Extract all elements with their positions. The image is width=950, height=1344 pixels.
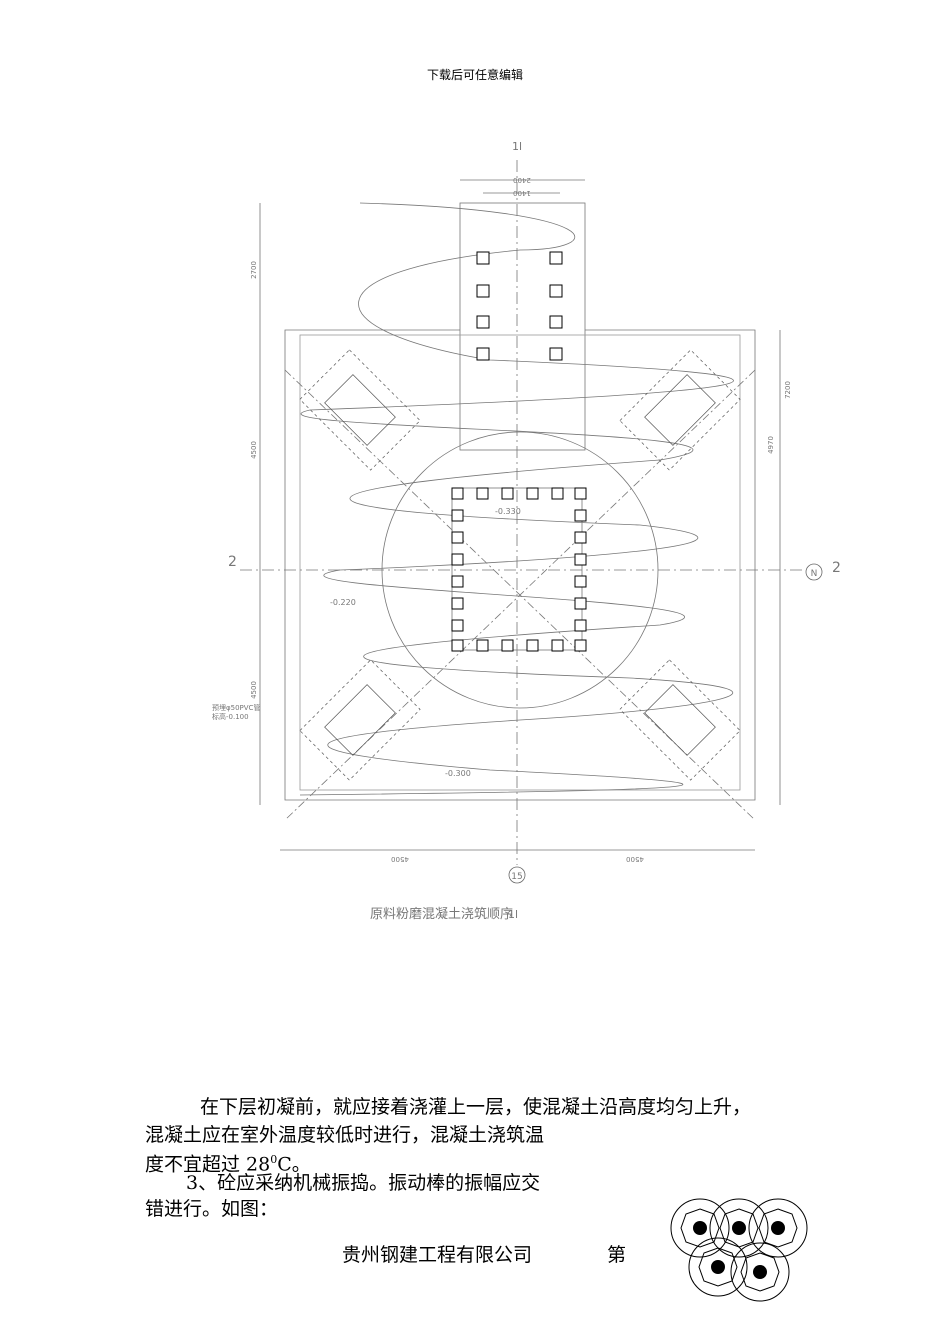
axis-label-left: 2: [228, 554, 237, 570]
elevation-center: -0.330: [495, 507, 521, 516]
dim-right-upper: 7200: [784, 381, 792, 399]
axis-bubble-15: 15: [511, 872, 522, 882]
elevation-left: -0.220: [330, 598, 356, 607]
elevation-lower: -0.300: [445, 769, 471, 778]
dim-top-outer: 2400: [513, 176, 531, 184]
foundation-plan-drawing: N 15 1l 2 2 2400 1400 2700 4500 4500 720…: [212, 140, 840, 922]
dim-bottom-left: 4500: [391, 855, 409, 863]
page-header: 下载后可任意编辑: [426, 68, 523, 82]
dim-top-inner: 1400: [513, 189, 531, 197]
drawing-caption: 原料粉磨混凝土浇筑顺序: [370, 906, 513, 922]
dim-left-lower: 4500: [250, 681, 258, 699]
axis-label-bottom: 1l: [508, 908, 518, 921]
paragraph-line-2: 混凝土应在室外温度较低时进行，混凝土浇筑温: [145, 1124, 545, 1146]
paragraph-line-3: 度不宜超过 280C。: [145, 1148, 311, 1176]
line3-post: C。: [277, 1153, 311, 1176]
axis-label-top: 1l: [512, 140, 522, 153]
paragraph-line-4: 3、砼应采纳机械振捣。振动棒的振幅应交: [186, 1172, 541, 1194]
axis-label-right: 2: [832, 560, 840, 576]
dim-bottom-right: 4500: [626, 855, 644, 863]
footer-company: 贵州钢建工程有限公司: [342, 1244, 533, 1266]
paragraph-line-5: 错进行。如图：: [145, 1198, 279, 1220]
dim-right-mid: 4970: [767, 436, 775, 454]
dim-left-upper: 2700: [250, 261, 258, 279]
paragraph-line-1: 在下层初凝前，就应接着浇灌上一层，使混凝土沿高度均匀上升，: [200, 1096, 752, 1118]
footer-page-word: 第: [607, 1244, 627, 1266]
vibrator-pattern-diagram: [670, 1198, 808, 1302]
line3-sup: 0: [270, 1153, 278, 1166]
line3-pre: 度不宜超过 28: [145, 1153, 271, 1176]
pvc-note-elev: 标高-0.100: [212, 712, 249, 721]
pvc-note: 预埋φ50PVC管: [212, 703, 260, 712]
axis-bubble-n: N: [811, 569, 818, 579]
dim-left-mid: 4500: [250, 441, 258, 459]
